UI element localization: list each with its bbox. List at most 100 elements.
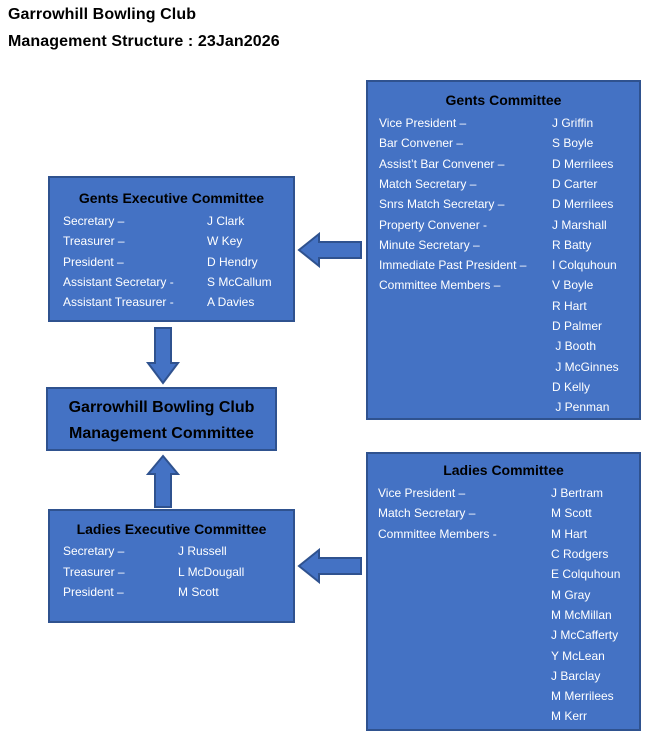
list-item: D Palmer: [368, 316, 639, 336]
role-label: Match Secretary –: [379, 177, 477, 191]
member-name: M Kerr: [551, 709, 587, 723]
list-item: J McGinnes: [368, 357, 639, 377]
role-label: President –: [63, 255, 124, 269]
page-subtitle: Management Structure : 23Jan2026: [8, 33, 280, 50]
member-name: D Kelly: [552, 380, 591, 394]
member-name: I Colquhoun: [552, 258, 617, 272]
list-item: M Kerr: [368, 706, 639, 726]
member-name: S Boyle: [552, 136, 594, 150]
list-item: Assistant Treasurer - A Davies: [50, 292, 293, 312]
role-label: Committee Members –: [379, 278, 501, 292]
list-item: M Gray: [368, 585, 639, 605]
role-label: Committee Members -: [378, 527, 497, 541]
member-name: C Rodgers: [551, 547, 609, 561]
list-item: President – D Hendry: [50, 252, 293, 272]
arrow-left-icon: [297, 232, 362, 268]
list-item: M McMillan: [368, 605, 639, 625]
gents-executive-title: Gents Executive Committee: [78, 190, 265, 206]
member-name: E Colquhoun: [551, 567, 621, 581]
role-label: Snrs Match Secretary –: [379, 197, 505, 211]
list-item: Property Convener - J Marshall: [368, 215, 639, 235]
member-name: M McMillan: [551, 608, 612, 622]
ladies-committee-box: Ladies Committee Vice President –J Bertr…: [366, 452, 641, 731]
list-item: J McCafferty: [368, 625, 639, 645]
arrow-up-icon: [146, 454, 180, 508]
member-name: D Hendry: [207, 255, 258, 269]
list-item: Match Secretary – D Carter: [368, 174, 639, 194]
list-item: C Rodgers: [368, 544, 639, 564]
role-label: Minute Secretary –: [379, 238, 480, 252]
role-label: Secretary –: [63, 544, 125, 558]
role-label: Vice President –: [378, 486, 466, 500]
list-item: J Barclay: [368, 666, 639, 686]
member-name: W Key: [207, 234, 243, 248]
list-item: Snrs Match Secretary – D Merrilees: [368, 194, 639, 214]
gents-executive-box: Gents Executive Committee Secretary – J …: [48, 176, 295, 322]
member-name: D Palmer: [552, 319, 603, 333]
member-name: J Barclay: [551, 669, 601, 683]
member-name: R Hart: [552, 299, 587, 313]
role-label: Immediate Past President –: [379, 258, 527, 272]
management-committee-box: Garrowhill Bowling Club Management Commi…: [46, 387, 277, 451]
member-name: M Hart: [551, 527, 587, 541]
role-label: Assist’t Bar Convener –: [379, 157, 505, 171]
list-item: Treasurer – W Key: [50, 231, 293, 251]
list-item: D Kelly: [368, 377, 639, 397]
member-name: J McGinnes: [552, 360, 619, 374]
member-name: J Marshall: [552, 218, 607, 232]
role-label: President –: [63, 585, 124, 599]
list-item: Minute Secretary – R Batty: [368, 235, 639, 255]
arrow-down-icon: [146, 327, 180, 385]
member-name: J Penman: [552, 400, 610, 414]
management-title-line1: Garrowhill Bowling Club: [68, 399, 255, 416]
gents-committee-title: Gents Committee: [445, 92, 562, 108]
list-item: E Colquhoun: [368, 564, 639, 584]
role-label: Assistant Secretary -: [63, 275, 174, 289]
list-item: Secretary – J Russell: [50, 541, 293, 561]
role-label: Vice President –: [379, 116, 467, 130]
list-item: Committee Members - M Hart: [368, 524, 639, 544]
member-name: J Griffin: [552, 116, 594, 130]
list-item: J Penman: [368, 397, 639, 417]
member-name: S McCallum: [207, 275, 272, 289]
member-name: L McDougall: [178, 565, 245, 579]
member-name: D Merrilees: [552, 197, 614, 211]
gents-committee-box: Gents Committee Vice President – J Griffi…: [366, 80, 641, 420]
list-item: Y McLean: [368, 646, 639, 666]
list-item: Bar Convener – S Boyle: [368, 133, 639, 153]
role-label: Match Secretary –: [378, 506, 476, 520]
member-name: J Russell: [178, 544, 227, 558]
member-name: R Batty: [552, 238, 592, 252]
role-label: Secretary –: [63, 214, 125, 228]
list-item: President – M Scott: [50, 582, 293, 602]
member-name: A Davies: [207, 295, 255, 309]
list-item: Vice President – J Griffin: [368, 113, 639, 133]
member-name: D Carter: [552, 177, 598, 191]
member-name: J Booth: [552, 339, 597, 353]
member-name: J McCafferty: [551, 628, 619, 642]
member-name: Y McLean: [551, 649, 605, 663]
role-label: Treasurer –: [63, 234, 125, 248]
list-item: Secretary – J Clark: [50, 211, 293, 231]
list-item: Immediate Past President – I Colquhoun: [368, 255, 639, 275]
ladies-committee-title: Ladies Committee: [443, 462, 564, 478]
member-name: M Scott: [178, 585, 219, 599]
member-name: M Scott: [551, 506, 592, 520]
role-label: Bar Convener –: [379, 136, 464, 150]
member-name: V Boyle: [552, 278, 594, 292]
arrow-left-icon: [297, 548, 362, 584]
list-item: R Hart: [368, 296, 639, 316]
page-title: Garrowhill Bowling Club: [8, 6, 197, 23]
member-name: D Merrilees: [552, 157, 614, 171]
list-item: Vice President –J Bertram: [368, 483, 639, 503]
ladies-executive-box: Ladies Executive Committee Secretary – J…: [48, 509, 295, 623]
list-item: M Merrilees: [368, 686, 639, 706]
role-label: Property Convener -: [379, 218, 488, 232]
member-name: J Clark: [207, 214, 245, 228]
member-name: M Gray: [551, 588, 591, 602]
list-item: J Booth: [368, 336, 639, 356]
role-label: Assistant Treasurer -: [63, 295, 174, 309]
member-name: M Merrilees: [551, 689, 614, 703]
management-title-line2: Management Committee: [69, 425, 254, 442]
list-item: Treasurer – L McDougall: [50, 562, 293, 582]
